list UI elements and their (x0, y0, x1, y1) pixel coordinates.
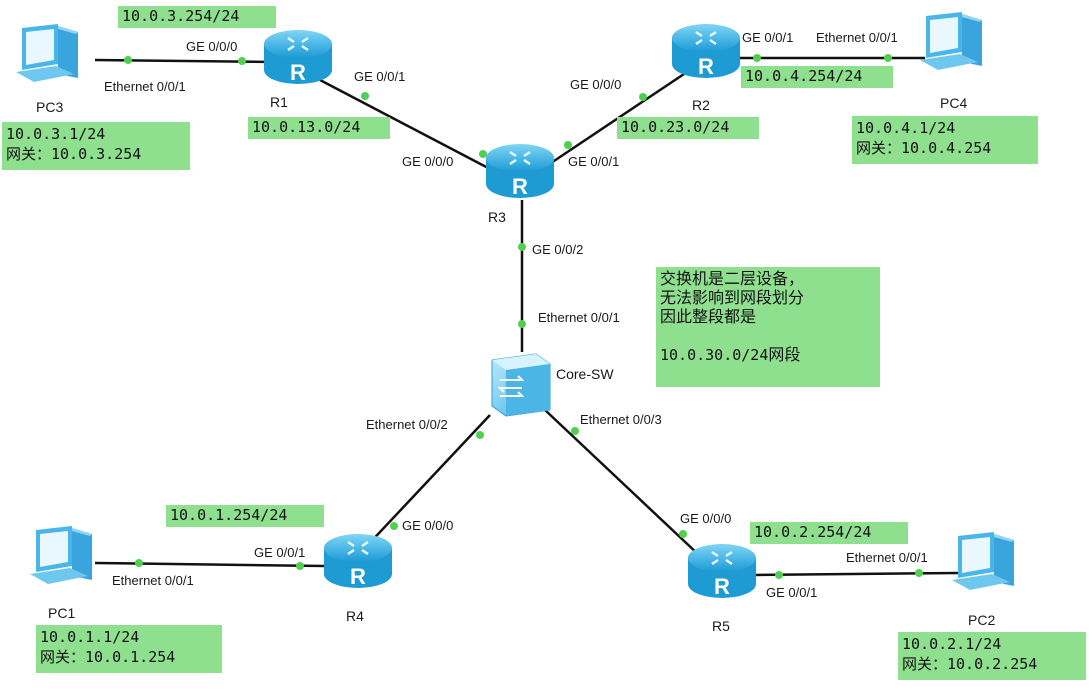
port-dot (564, 141, 572, 149)
port-dot (296, 562, 304, 570)
port-dot (915, 569, 923, 577)
note-suffix: 网段 (768, 345, 801, 364)
switch-core-icon[interactable] (486, 350, 556, 418)
router-r3-icon[interactable]: R (480, 136, 560, 206)
port-dot (124, 56, 132, 64)
port-dot (571, 427, 579, 435)
svg-text:R: R (350, 564, 366, 589)
port-dot (479, 150, 487, 158)
device-label-r4: R4 (346, 608, 364, 624)
device-label-pc2: PC2 (968, 612, 996, 628)
note-line-3: 因此整段都是 (660, 307, 757, 326)
router-r2-icon[interactable]: R (666, 16, 746, 86)
port-dot (753, 54, 761, 62)
port-dot (135, 559, 143, 567)
port-dot (476, 431, 484, 439)
addr-r4-lan: 10.0.1.254/24 (166, 505, 324, 527)
device-label-core-sw: Core-SW (556, 366, 614, 382)
svg-text:R: R (512, 174, 528, 199)
port-label-r4-g001: GE 0/0/1 (254, 545, 306, 560)
pc1-icon[interactable] (26, 524, 106, 592)
addr-r2-r3-net-text: 10.0.23.0/24 (621, 118, 730, 136)
addr-r5-lan: 10.0.2.254/24 (750, 522, 908, 544)
device-label-r5: R5 (712, 618, 730, 634)
link-sw-r5 (544, 409, 701, 557)
port-dot (775, 571, 783, 579)
addr-r2-r3-net: 10.0.23.0/24 (617, 117, 759, 139)
link-r5-pc2 (754, 571, 959, 577)
addr-r2-lan-text: 10.0.4.254/24 (745, 67, 863, 85)
device-label-pc4: PC4 (940, 95, 968, 111)
pc2-ip: 10.0.2.1/24 (902, 635, 1002, 653)
port-dot (238, 57, 246, 65)
switch-note: 交换机是二层设备， 无法影响到网段划分 因此整段都是 10.0.30.0/24网… (656, 267, 880, 387)
pc2-gateway: 网关：10.0.2.254 (902, 655, 1038, 673)
port-label-r2-g000: GE 0/0/0 (570, 77, 622, 92)
port-label-r5-g001: GE 0/0/1 (766, 585, 818, 600)
pc3-ip: 10.0.3.1/24 (6, 125, 106, 143)
addr-r5-lan-text: 10.0.2.254/24 (754, 523, 872, 541)
pc4-gateway: 网关：10.0.4.254 (856, 139, 992, 157)
device-label-r3: R3 (488, 209, 506, 225)
port-label-pc1-eth: Ethernet 0/0/1 (112, 573, 194, 588)
port-label-r3-g001: GE 0/0/1 (568, 154, 620, 169)
note-line-4: 10.0.30.0/24网段 (660, 345, 876, 365)
port-label-r2-g001: GE 0/0/1 (742, 30, 794, 45)
router-r1-icon[interactable]: R (258, 22, 338, 92)
port-label-r1-g000: GE 0/0/0 (186, 39, 238, 54)
svg-text:R: R (290, 60, 306, 85)
pc1-ip: 10.0.1.1/24 (40, 628, 140, 646)
port-dot (679, 530, 687, 538)
pc3-gateway: 网关：10.0.3.254 (6, 145, 142, 163)
port-label-pc2-eth: Ethernet 0/0/1 (846, 550, 928, 565)
note-subnet: 10.0.30.0/24 (660, 346, 769, 364)
router-r5-icon[interactable]: R (682, 536, 762, 606)
svg-text:R: R (698, 54, 714, 79)
port-label-sw-e001: Ethernet 0/0/1 (538, 310, 620, 325)
port-dot (361, 92, 369, 100)
port-label-sw-e003: Ethernet 0/0/3 (580, 412, 662, 427)
pc3-icon[interactable] (12, 22, 92, 90)
port-dot (518, 320, 526, 328)
port-dot (639, 93, 647, 101)
device-label-pc3: PC3 (36, 99, 64, 115)
port-dot (884, 54, 892, 62)
port-dot (390, 522, 398, 530)
port-label-r3-g000: GE 0/0/0 (402, 154, 454, 169)
note-line-1: 交换机是二层设备， (660, 269, 805, 288)
port-label-r1-g001: GE 0/0/1 (354, 69, 406, 84)
addr-r1-r3-net-text: 10.0.13.0/24 (252, 118, 361, 136)
port-label-pc3-eth: Ethernet 0/0/1 (104, 79, 186, 94)
addr-r1-lan: 10.0.3.254/24 (118, 6, 276, 28)
pc4-icon[interactable] (916, 10, 996, 78)
port-dot (518, 243, 526, 251)
device-label-r2: R2 (692, 97, 710, 113)
pc4-ip: 10.0.4.1/24 (856, 119, 956, 137)
port-label-pc4-eth: Ethernet 0/0/1 (816, 30, 898, 45)
addr-r4-lan-text: 10.0.1.254/24 (170, 506, 288, 524)
device-label-pc1: PC1 (48, 605, 76, 621)
pc2-icon[interactable] (948, 530, 1028, 598)
addr-pc2: 10.0.2.1/24 网关：10.0.2.254 (898, 632, 1086, 680)
addr-r1-lan-text: 10.0.3.254/24 (122, 7, 240, 25)
port-label-r4-g000: GE 0/0/0 (402, 518, 454, 533)
addr-r2-lan: 10.0.4.254/24 (741, 66, 893, 88)
addr-pc4: 10.0.4.1/24 网关：10.0.4.254 (852, 116, 1038, 164)
port-label-sw-e002: Ethernet 0/0/2 (366, 417, 448, 432)
link-r1-r3 (319, 78, 493, 172)
router-r4-icon[interactable]: R (318, 526, 398, 596)
svg-text:R: R (714, 574, 730, 599)
note-line-2: 无法影响到网段划分 (660, 288, 805, 307)
addr-r1-r3-net: 10.0.13.0/24 (248, 117, 390, 139)
link-pc1-r4 (94, 561, 326, 568)
addr-pc1: 10.0.1.1/24 网关：10.0.1.254 (36, 625, 222, 673)
link-sw-r4 (364, 414, 491, 549)
pc1-gateway: 网关：10.0.1.254 (40, 648, 176, 666)
port-label-r3-g002: GE 0/0/2 (532, 242, 584, 257)
addr-pc3: 10.0.3.1/24 网关：10.0.3.254 (2, 122, 190, 170)
device-label-r1: R1 (270, 94, 288, 110)
port-label-r5-g000: GE 0/0/0 (680, 511, 732, 526)
